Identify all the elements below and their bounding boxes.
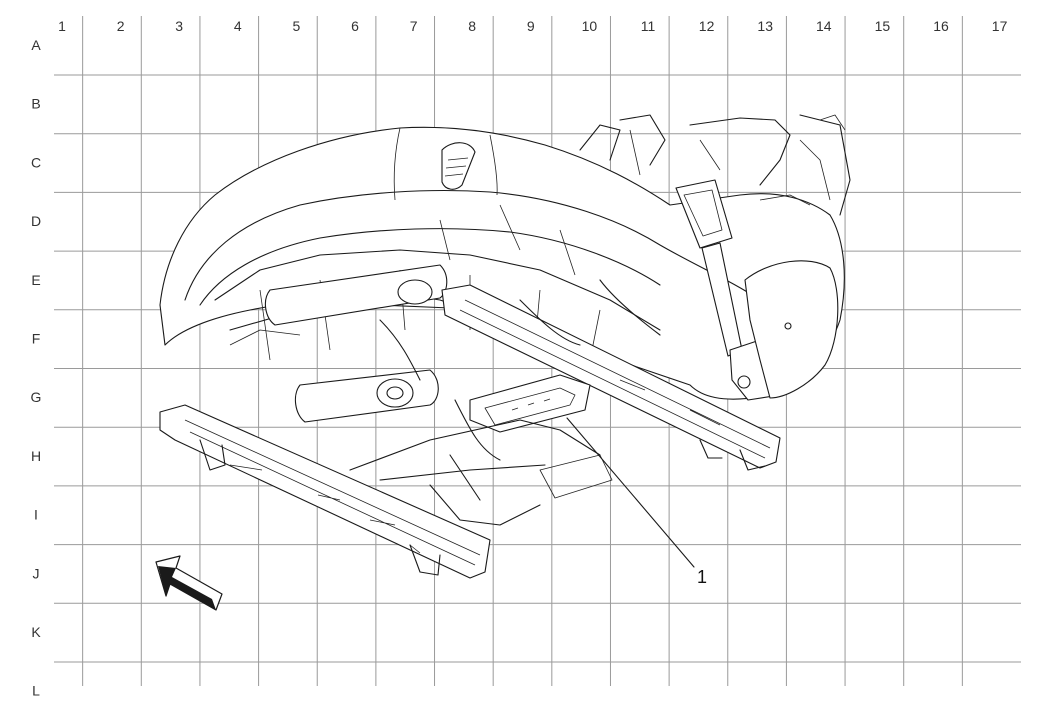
side-shield [744, 260, 839, 399]
grid-row-label: F [32, 331, 41, 347]
grid-column-label: 17 [992, 18, 1008, 34]
wiring-harness [379, 279, 661, 461]
grid-row-label: D [31, 213, 41, 229]
cushion-seam [184, 189, 761, 301]
grid-column-label: 9 [527, 18, 535, 34]
adjuster-module-detail [484, 387, 576, 426]
grid-column-label: 10 [582, 18, 598, 34]
cushion-inner-edge [199, 228, 661, 306]
grid-column-label: 2 [117, 18, 125, 34]
grid-column-label: 7 [410, 18, 418, 34]
cushion-bolster [393, 127, 498, 201]
handle-ribs [444, 157, 469, 177]
left-track-foot [199, 439, 441, 576]
right-seat-track [441, 284, 781, 469]
shield-fastener [784, 322, 792, 330]
right-track-foot [699, 439, 766, 471]
callout-1-label: 1 [697, 567, 707, 587]
front-direction-arrow-icon [155, 555, 223, 611]
anchor-bolt [737, 375, 751, 389]
grid-row-label: H [31, 448, 41, 464]
seat-adjuster-module [469, 374, 591, 433]
grid-column-label: 13 [757, 18, 773, 34]
grid-row-label: J [33, 565, 40, 581]
grid-column-label: 6 [351, 18, 359, 34]
grid-row-label: B [31, 96, 40, 112]
right-track-inner [459, 299, 771, 459]
left-seat-track [159, 404, 491, 579]
rear-cross-tube [264, 264, 448, 326]
grid-row-label: I [34, 507, 38, 523]
tube-end-cap [376, 378, 414, 408]
grid-row-label: K [31, 624, 41, 640]
grid-column-label: 14 [816, 18, 832, 34]
grid-row-label: A [31, 37, 41, 53]
callout-1-leader-line [566, 417, 695, 568]
lower-linkage [349, 419, 601, 526]
grid-column-label: 3 [175, 18, 183, 34]
buckle-slot [683, 189, 723, 237]
grid-row-labels: A B C D E F G H I J K L [31, 37, 42, 699]
grid-row-label: C [31, 154, 41, 170]
grid-column-label: 16 [933, 18, 949, 34]
motor-housing [397, 279, 433, 305]
grid-row-label: E [31, 272, 40, 288]
grid-column-label: 1 [58, 18, 66, 34]
cushion-handle [441, 142, 476, 190]
seatback-detail [629, 114, 846, 206]
seat-illustration [159, 114, 851, 579]
grid-column-label: 4 [234, 18, 242, 34]
callout-1: 1 [566, 417, 707, 587]
label-plate [539, 454, 613, 499]
grid-row-label: L [32, 683, 40, 699]
grid-column-label: 11 [641, 18, 656, 34]
left-track-inner [184, 419, 481, 566]
seatback-frame [579, 114, 851, 216]
grid-row-label: G [31, 389, 42, 405]
grid-column-label: 15 [875, 18, 891, 34]
grid-column-label: 12 [699, 18, 715, 34]
tube-end-hole [386, 386, 404, 400]
grid-column-label: 8 [468, 18, 476, 34]
grid-column-label: 5 [293, 18, 301, 34]
